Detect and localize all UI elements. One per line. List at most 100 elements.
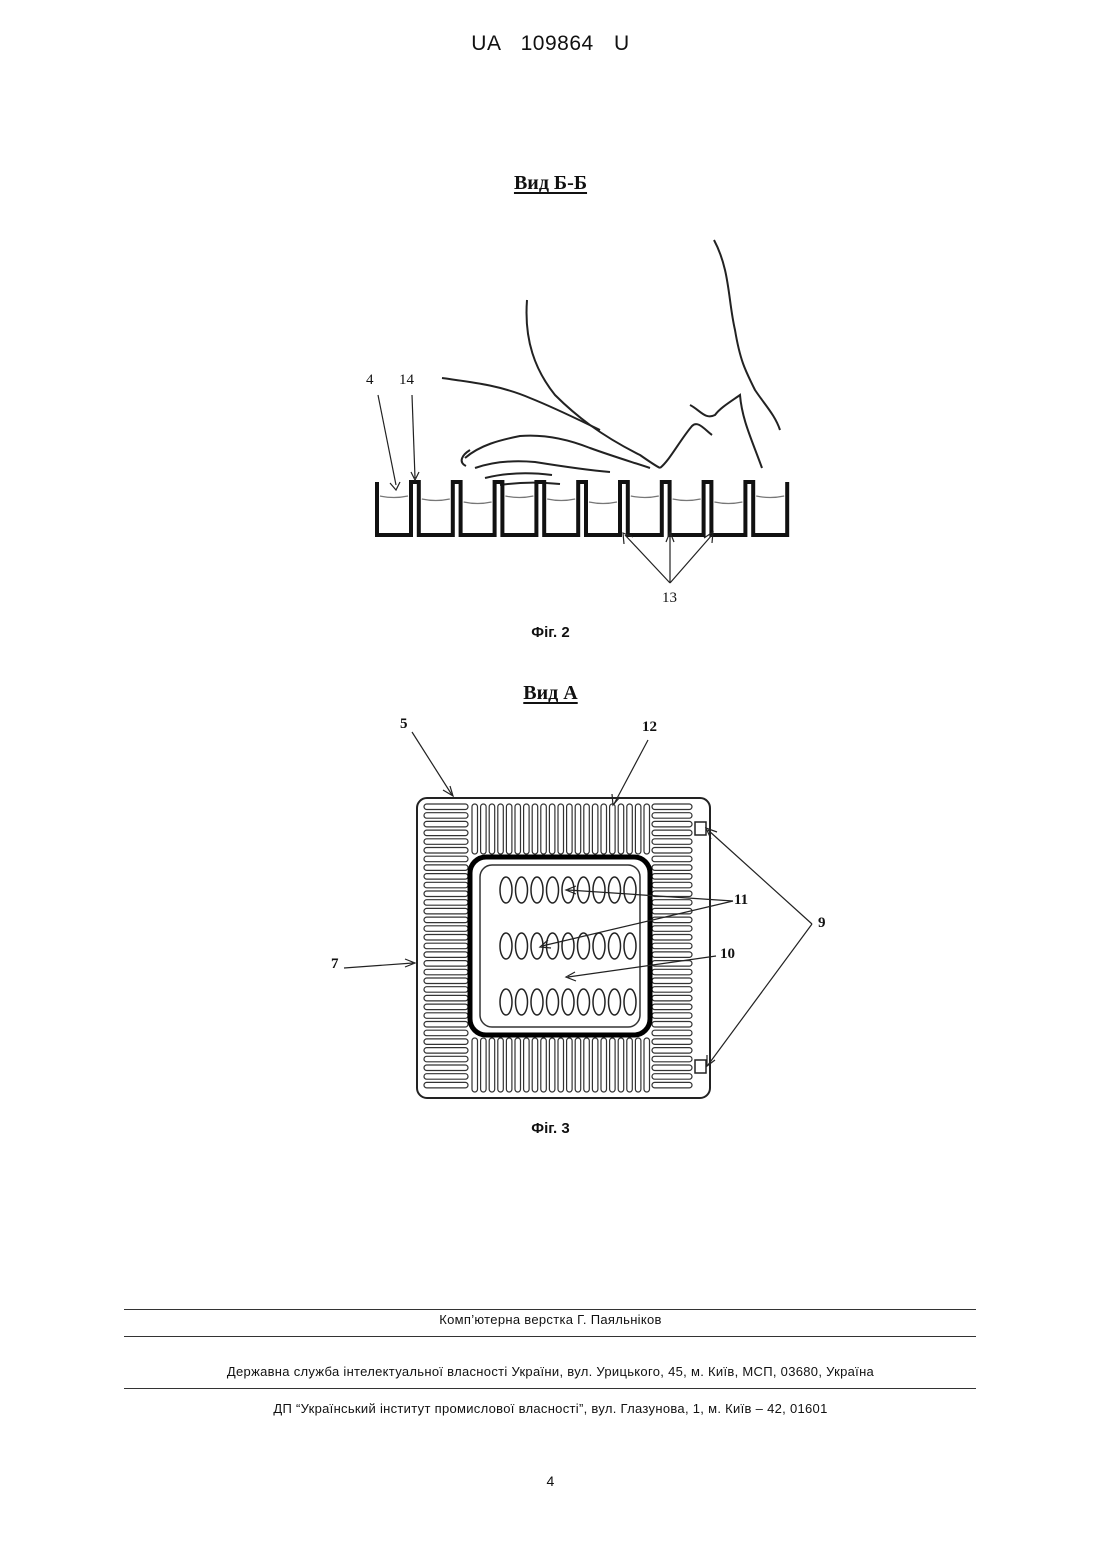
rib-top <box>498 804 504 854</box>
rib-right <box>652 978 692 984</box>
figure-2-caption: Фіг. 2 <box>0 624 1101 641</box>
rib-left <box>424 874 468 880</box>
rib-right <box>652 935 692 941</box>
rib-bottom <box>489 1038 495 1092</box>
rib-top <box>601 804 607 854</box>
rib-bottom <box>541 1038 547 1092</box>
rib-right <box>652 1082 692 1088</box>
rib-right <box>652 1022 692 1028</box>
rib-right <box>652 908 692 914</box>
corner-marker-bottom <box>695 1060 706 1073</box>
page-number: 4 <box>0 1473 1101 1489</box>
rib-left <box>424 1004 468 1010</box>
rib-left <box>424 1022 468 1028</box>
ref-label-12: 12 <box>642 719 657 736</box>
rib-right <box>652 969 692 975</box>
rib-top <box>627 804 633 854</box>
rib-left <box>424 987 468 993</box>
rib-top <box>515 804 521 854</box>
ref-label-7: 7 <box>331 956 339 973</box>
ref-label-4: 4 <box>366 372 374 389</box>
rib-bottom <box>618 1038 624 1092</box>
rib-right <box>652 874 692 880</box>
rib-right <box>652 839 692 845</box>
rib-left <box>424 1030 468 1036</box>
rib-right <box>652 882 692 888</box>
hand-sketch <box>442 240 780 485</box>
rib-bottom <box>592 1038 598 1092</box>
footer-rule-2 <box>124 1336 976 1337</box>
rib-left <box>424 891 468 897</box>
ref-label-10: 10 <box>720 946 735 963</box>
footer-rule-1 <box>124 1309 976 1310</box>
rib-right <box>652 1056 692 1062</box>
rib-left <box>424 1013 468 1019</box>
rib-bottom <box>549 1038 555 1092</box>
rib-right <box>652 926 692 932</box>
rib-right <box>652 961 692 967</box>
rib-right <box>652 1074 692 1080</box>
rib-left <box>424 908 468 914</box>
rib-left <box>424 1074 468 1080</box>
rib-bottom <box>498 1038 504 1092</box>
rib-right <box>652 1013 692 1019</box>
rib-top <box>567 804 573 854</box>
corner-marker-top <box>695 822 706 835</box>
rib-left <box>424 804 468 810</box>
rib-left <box>424 856 468 862</box>
rib-top <box>644 804 650 854</box>
rib-left <box>424 1056 468 1062</box>
rib-top <box>575 804 581 854</box>
ref-label-14: 14 <box>399 372 414 389</box>
rib-top <box>584 804 590 854</box>
ref-label-11: 11 <box>734 892 748 909</box>
agency-address: Державна служба інтелектуальної власност… <box>0 1364 1101 1379</box>
rib-left <box>424 935 468 941</box>
rib-left <box>424 830 468 836</box>
rib-left <box>424 1065 468 1071</box>
rib-top <box>549 804 555 854</box>
figure-3-drawing <box>0 700 1101 1120</box>
rib-left <box>424 969 468 975</box>
rib-top <box>506 804 512 854</box>
rib-left <box>424 813 468 819</box>
rib-right <box>652 1004 692 1010</box>
rib-top <box>610 804 616 854</box>
document-number: UA 109864 U <box>0 32 1101 56</box>
inner-panel-border <box>480 865 640 1027</box>
rib-bottom <box>472 1038 478 1092</box>
rib-left <box>424 961 468 967</box>
footer-rule-3 <box>124 1388 976 1389</box>
rib-right <box>652 995 692 1001</box>
rib-bottom <box>635 1038 641 1092</box>
rib-left <box>424 882 468 888</box>
rib-bottom <box>481 1038 487 1092</box>
rib-left <box>424 978 468 984</box>
rib-top <box>558 804 564 854</box>
figure-3-caption: Фіг. 3 <box>0 1120 1101 1137</box>
rib-right <box>652 813 692 819</box>
rib-bottom <box>532 1038 538 1092</box>
tray-wells <box>377 482 787 535</box>
rib-left <box>424 821 468 827</box>
rib-right <box>652 900 692 906</box>
figure-2-view-title: Вид Б-Б <box>0 172 1101 195</box>
rib-top <box>592 804 598 854</box>
rib-right <box>652 865 692 871</box>
rib-right <box>652 804 692 810</box>
rib-top <box>618 804 624 854</box>
rib-right <box>652 1048 692 1054</box>
rib-bottom <box>601 1038 607 1092</box>
rib-top <box>489 804 495 854</box>
liquid-level-lines <box>380 496 784 504</box>
rib-left <box>424 865 468 871</box>
rib-bottom <box>506 1038 512 1092</box>
ref-label-9: 9 <box>818 915 826 932</box>
rib-right <box>652 987 692 993</box>
rib-left <box>424 1039 468 1045</box>
rib-bottom <box>524 1038 530 1092</box>
rib-bottom <box>515 1038 521 1092</box>
rib-right <box>652 856 692 862</box>
rib-left <box>424 943 468 949</box>
rib-right <box>652 830 692 836</box>
